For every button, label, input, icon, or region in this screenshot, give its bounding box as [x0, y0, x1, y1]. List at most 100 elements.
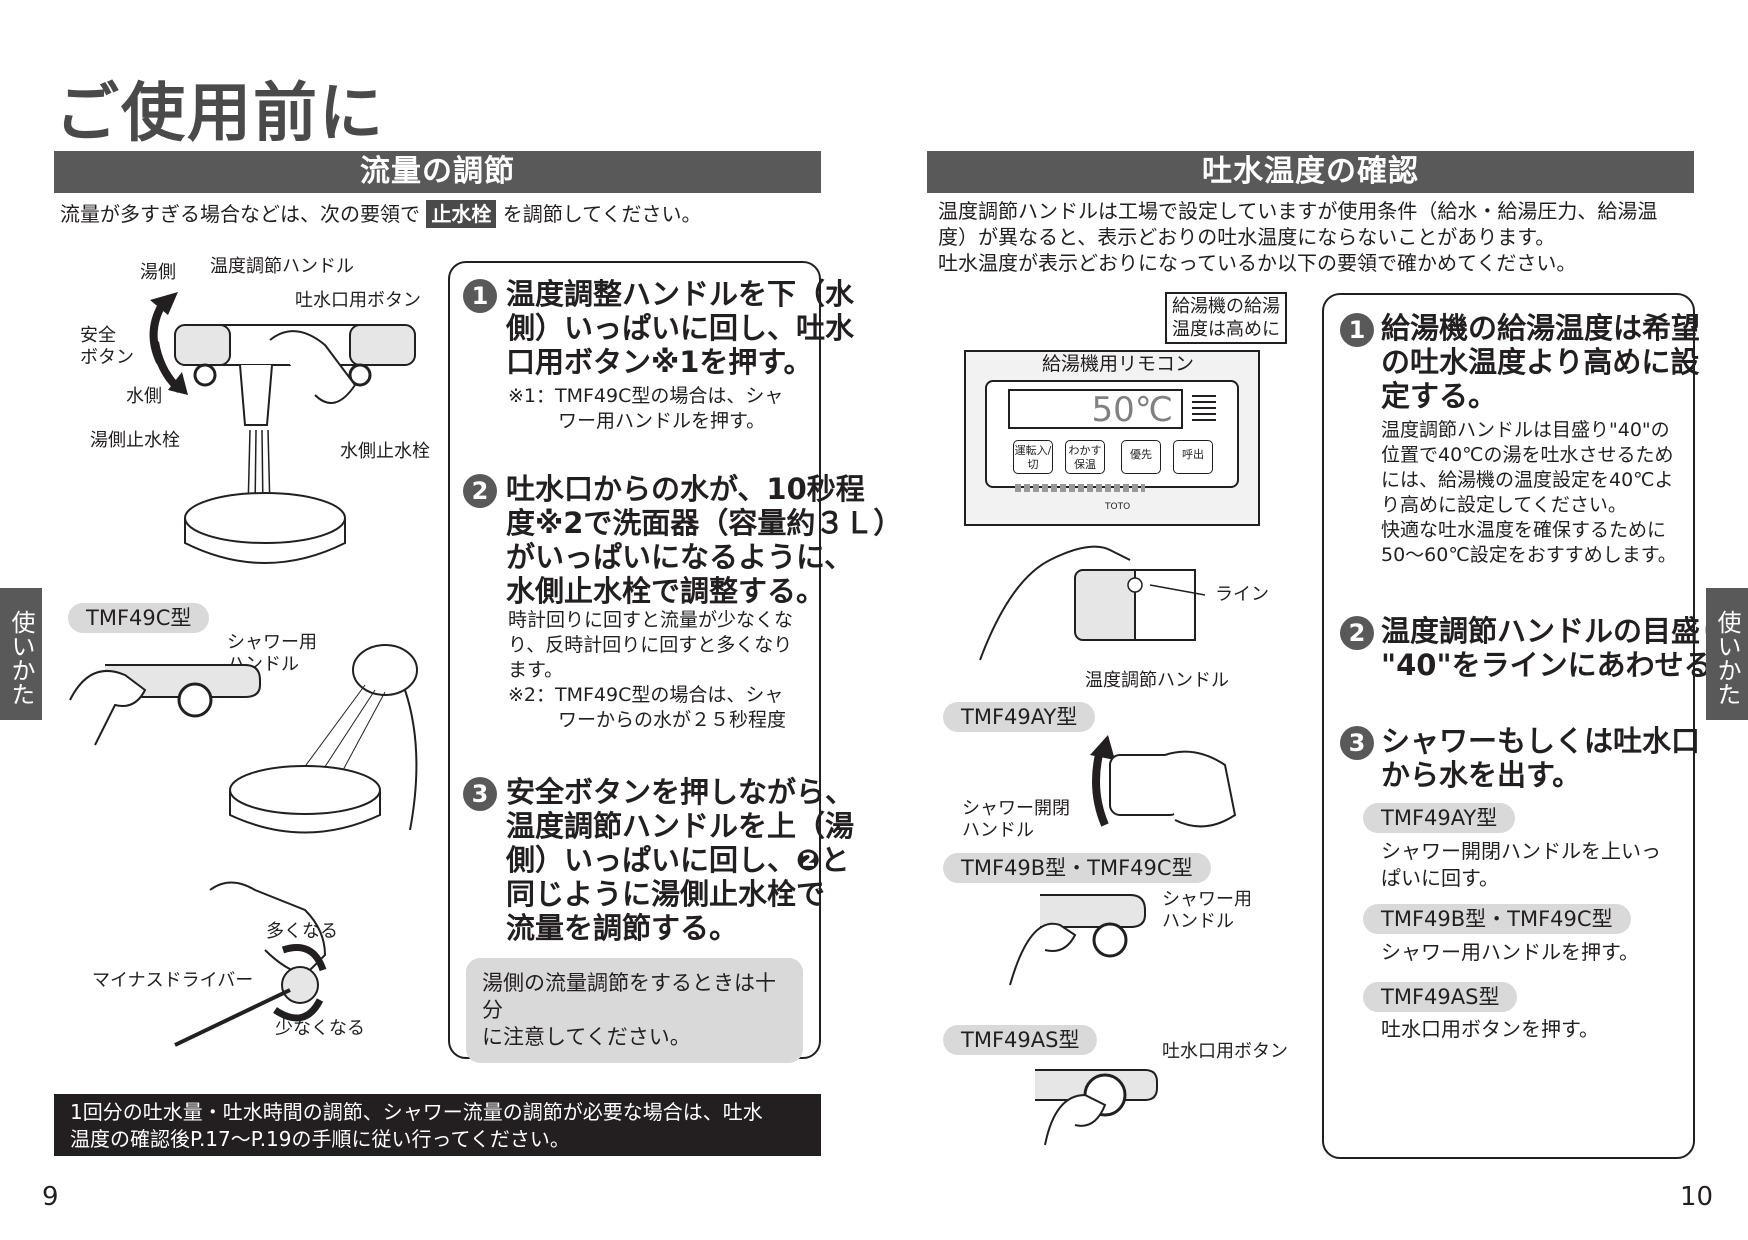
- step-r1-line: の吐水温度より高めに設: [1381, 345, 1700, 379]
- model-badge-as-left: TMF49AS型: [943, 1025, 1098, 1055]
- step-r1-line: 定する。: [1381, 379, 1498, 413]
- bc-handle-illustration: [1009, 894, 1146, 986]
- step-3-text: 安全ボタンを押しながら、 温度調節ハンドルを上（湯 側）いっぱいに回し、❷と 同…: [506, 775, 854, 945]
- note-line: ※1：TMF49C型の場合は、シャ: [508, 385, 784, 407]
- step-number-3: 3: [463, 777, 497, 811]
- shower-illustration: [69, 644, 418, 834]
- step-3-line: 安全ボタンを押しながら、: [506, 775, 855, 809]
- model-badge-tmf49c: TMF49C型: [68, 603, 210, 633]
- label-more: 多くなる: [266, 921, 338, 942]
- flow-intro: 流量が多すぎる場合などは、次の要領で 止水栓 を調節してください。: [60, 200, 702, 228]
- note-line: ます。: [508, 659, 564, 681]
- side-tab-left[interactable]: 使いかた: [0, 588, 42, 720]
- step-r2-text: 温度調節ハンドルの目盛り "40"をラインにあわせる。: [1381, 614, 1742, 682]
- step-r2-line: "40"をラインにあわせる。: [1381, 648, 1742, 682]
- desc-line: ぱいに回す。: [1381, 866, 1499, 890]
- handle-hand-illustration: [979, 545, 1206, 661]
- remote-title: 給湯機用リモコン: [1042, 353, 1195, 375]
- step-r1-line: 給湯機の給湯温度は希望: [1381, 311, 1701, 345]
- label-cold-side: 水側: [126, 386, 162, 407]
- remote-display: 50℃: [1008, 389, 1183, 429]
- note-line: ワー用ハンドルを押す。: [558, 410, 766, 432]
- screwdriver-illustration: [174, 881, 327, 1047]
- label-spout-button-right: 吐水口用ボタン: [1162, 1041, 1288, 1062]
- step-r1-text: 給湯機の給湯温度は希望 の吐水温度より高めに設 定する。: [1381, 311, 1700, 413]
- remote-button-boil[interactable]: わかす保温: [1065, 440, 1105, 474]
- desc-line: 吐水口用ボタンを押す。: [1381, 1017, 1599, 1041]
- intro-line: 度）が異なると、表示どおりの吐水温度にならないことがあります。: [938, 225, 1556, 249]
- model-bc-desc: シャワー用ハンドルを押す。: [1381, 939, 1639, 966]
- desc-line: シャワー開閉ハンドルを上いっ: [1381, 839, 1661, 863]
- callout-line: 温度は高めに: [1172, 319, 1280, 340]
- section-title-temp: 吐水温度の確認: [927, 151, 1694, 193]
- step-3-line: 流量を調節する。: [506, 911, 739, 945]
- intro-text-after: を調節してください。: [502, 202, 702, 226]
- note-line: り高めに設定してください。: [1381, 494, 1627, 516]
- intro-line: 吐水温度が表示どおりになっているか以下の要領で確かめてください。: [938, 251, 1577, 275]
- label-screwdriver: マイナスドライバー: [92, 970, 254, 991]
- page-number-left: 9: [42, 1182, 59, 1212]
- note-line: 位置で40℃の湯を吐水させるため: [1381, 444, 1674, 466]
- label-safety-button-1: 安全: [80, 325, 116, 346]
- callout-box: 給湯機の給湯 温度は高めに: [1165, 292, 1287, 344]
- step-3-line: 同じように湯側止水栓で: [506, 877, 826, 911]
- step-1-line: 温度調整ハンドルを下（水: [506, 277, 855, 311]
- step-r1-note: 温度調節ハンドルは目盛り"40"の 位置で40℃の湯を吐水させるため には、給湯…: [1381, 418, 1677, 568]
- model-badge-as: TMF49AS型: [1363, 982, 1518, 1012]
- menu-lines-icon: [1192, 395, 1216, 421]
- footer-line: 温度の確認後P.17〜P.19の手順に従い行ってください。: [70, 1127, 570, 1151]
- label-hot-side: 湯側: [140, 262, 176, 283]
- steps-box-left: [448, 261, 821, 1059]
- step-number-r3: 3: [1340, 726, 1374, 760]
- label-temp-handle-right: 温度調節ハンドル: [1085, 670, 1229, 691]
- step-r3-text: シャワーもしくは吐水口 から水を出す。: [1381, 724, 1700, 792]
- page-title: ご使用前に: [55, 77, 385, 151]
- model-badge-bc-left: TMF49B型・TMF49C型: [943, 853, 1211, 883]
- label-line: ライン: [1215, 584, 1269, 605]
- note-line: 時計回りに回すと流量が少なくな: [508, 609, 794, 631]
- remote-button-call[interactable]: 呼出: [1173, 440, 1213, 474]
- step-r3-line: シャワーもしくは吐水口: [1381, 724, 1701, 758]
- step-1-text: 温度調整ハンドルを下（水 側）いっぱいに回し、吐水 口用ボタン※1を押す。: [506, 277, 854, 379]
- label-shower-open-2: ハンドル: [962, 820, 1034, 841]
- note-line: ※2：TMF49C型の場合は、シャ: [508, 684, 784, 706]
- step-number-r1: 1: [1340, 313, 1374, 347]
- label-less: 少なくなる: [275, 1018, 365, 1039]
- step-3-line: 側）いっぱいに回し、❷と: [506, 843, 850, 877]
- note-line: ワーからの水が２５秒程度: [558, 709, 787, 731]
- step-1-line: 口用ボタン※1を押す。: [506, 345, 813, 379]
- label-temp-handle: 温度調節ハンドル: [210, 256, 354, 277]
- remote-button-priority[interactable]: 優先: [1121, 440, 1161, 474]
- steps-box-right: [1322, 293, 1695, 1159]
- callout-line: 給湯機の給湯: [1172, 296, 1280, 317]
- step-number-2: 2: [463, 474, 497, 508]
- label-shower-handle-r1: シャワー用: [1162, 889, 1252, 910]
- step-2-line: 度※2で洗面器（容量約３Ｌ）: [506, 506, 903, 540]
- step-2-line: 水側止水栓で調整する。: [506, 574, 826, 608]
- step-number-1: 1: [463, 279, 497, 313]
- note-line: には、給湯機の温度設定を40℃よ: [1381, 469, 1674, 491]
- label-shower-handle-1: シャワー用: [227, 632, 317, 653]
- model-badge-ay: TMF49AY型: [1363, 803, 1516, 833]
- model-badge-ay-left: TMF49AY型: [943, 702, 1096, 732]
- note-2: 時計回りに回すと流量が少なくな り、反時計回りに回すと多くなり ます。 ※2：T…: [508, 608, 793, 733]
- valve-tag: 止水栓: [426, 200, 497, 228]
- as-button-illustration: [1035, 1069, 1158, 1146]
- remote-button-power[interactable]: 運転入/切: [1013, 440, 1053, 474]
- intro-text-before: 流量が多すぎる場合などは、次の要領で: [60, 202, 420, 226]
- caution-box: 湯側の流量調節をするときは十分 に注意してください。: [466, 958, 803, 1063]
- step-r2-line: 温度調節ハンドルの目盛り: [1381, 614, 1730, 648]
- side-tab-right[interactable]: 使いかた: [1706, 588, 1748, 720]
- note-line: 50〜60℃設定をおすすめします。: [1381, 544, 1677, 566]
- step-1-line: 側）いっぱいに回し、吐水: [506, 311, 855, 345]
- section-title-flow: 流量の調節: [54, 151, 821, 193]
- step-r3-line: から水を出す。: [1381, 758, 1582, 792]
- label-cold-valve: 水側止水栓: [340, 441, 430, 462]
- note-line: り、反時計回りに回すと多くなり: [508, 634, 793, 656]
- step-number-r2: 2: [1340, 616, 1374, 650]
- model-as-desc: 吐水口用ボタンを押す。: [1381, 1016, 1599, 1043]
- label-shower-open-1: シャワー開閉: [962, 798, 1070, 819]
- warning-label-icon: [1015, 484, 1145, 492]
- step-3-line: 温度調節ハンドルを上（湯: [506, 809, 855, 843]
- ay-handle-illustration: [1090, 735, 1237, 828]
